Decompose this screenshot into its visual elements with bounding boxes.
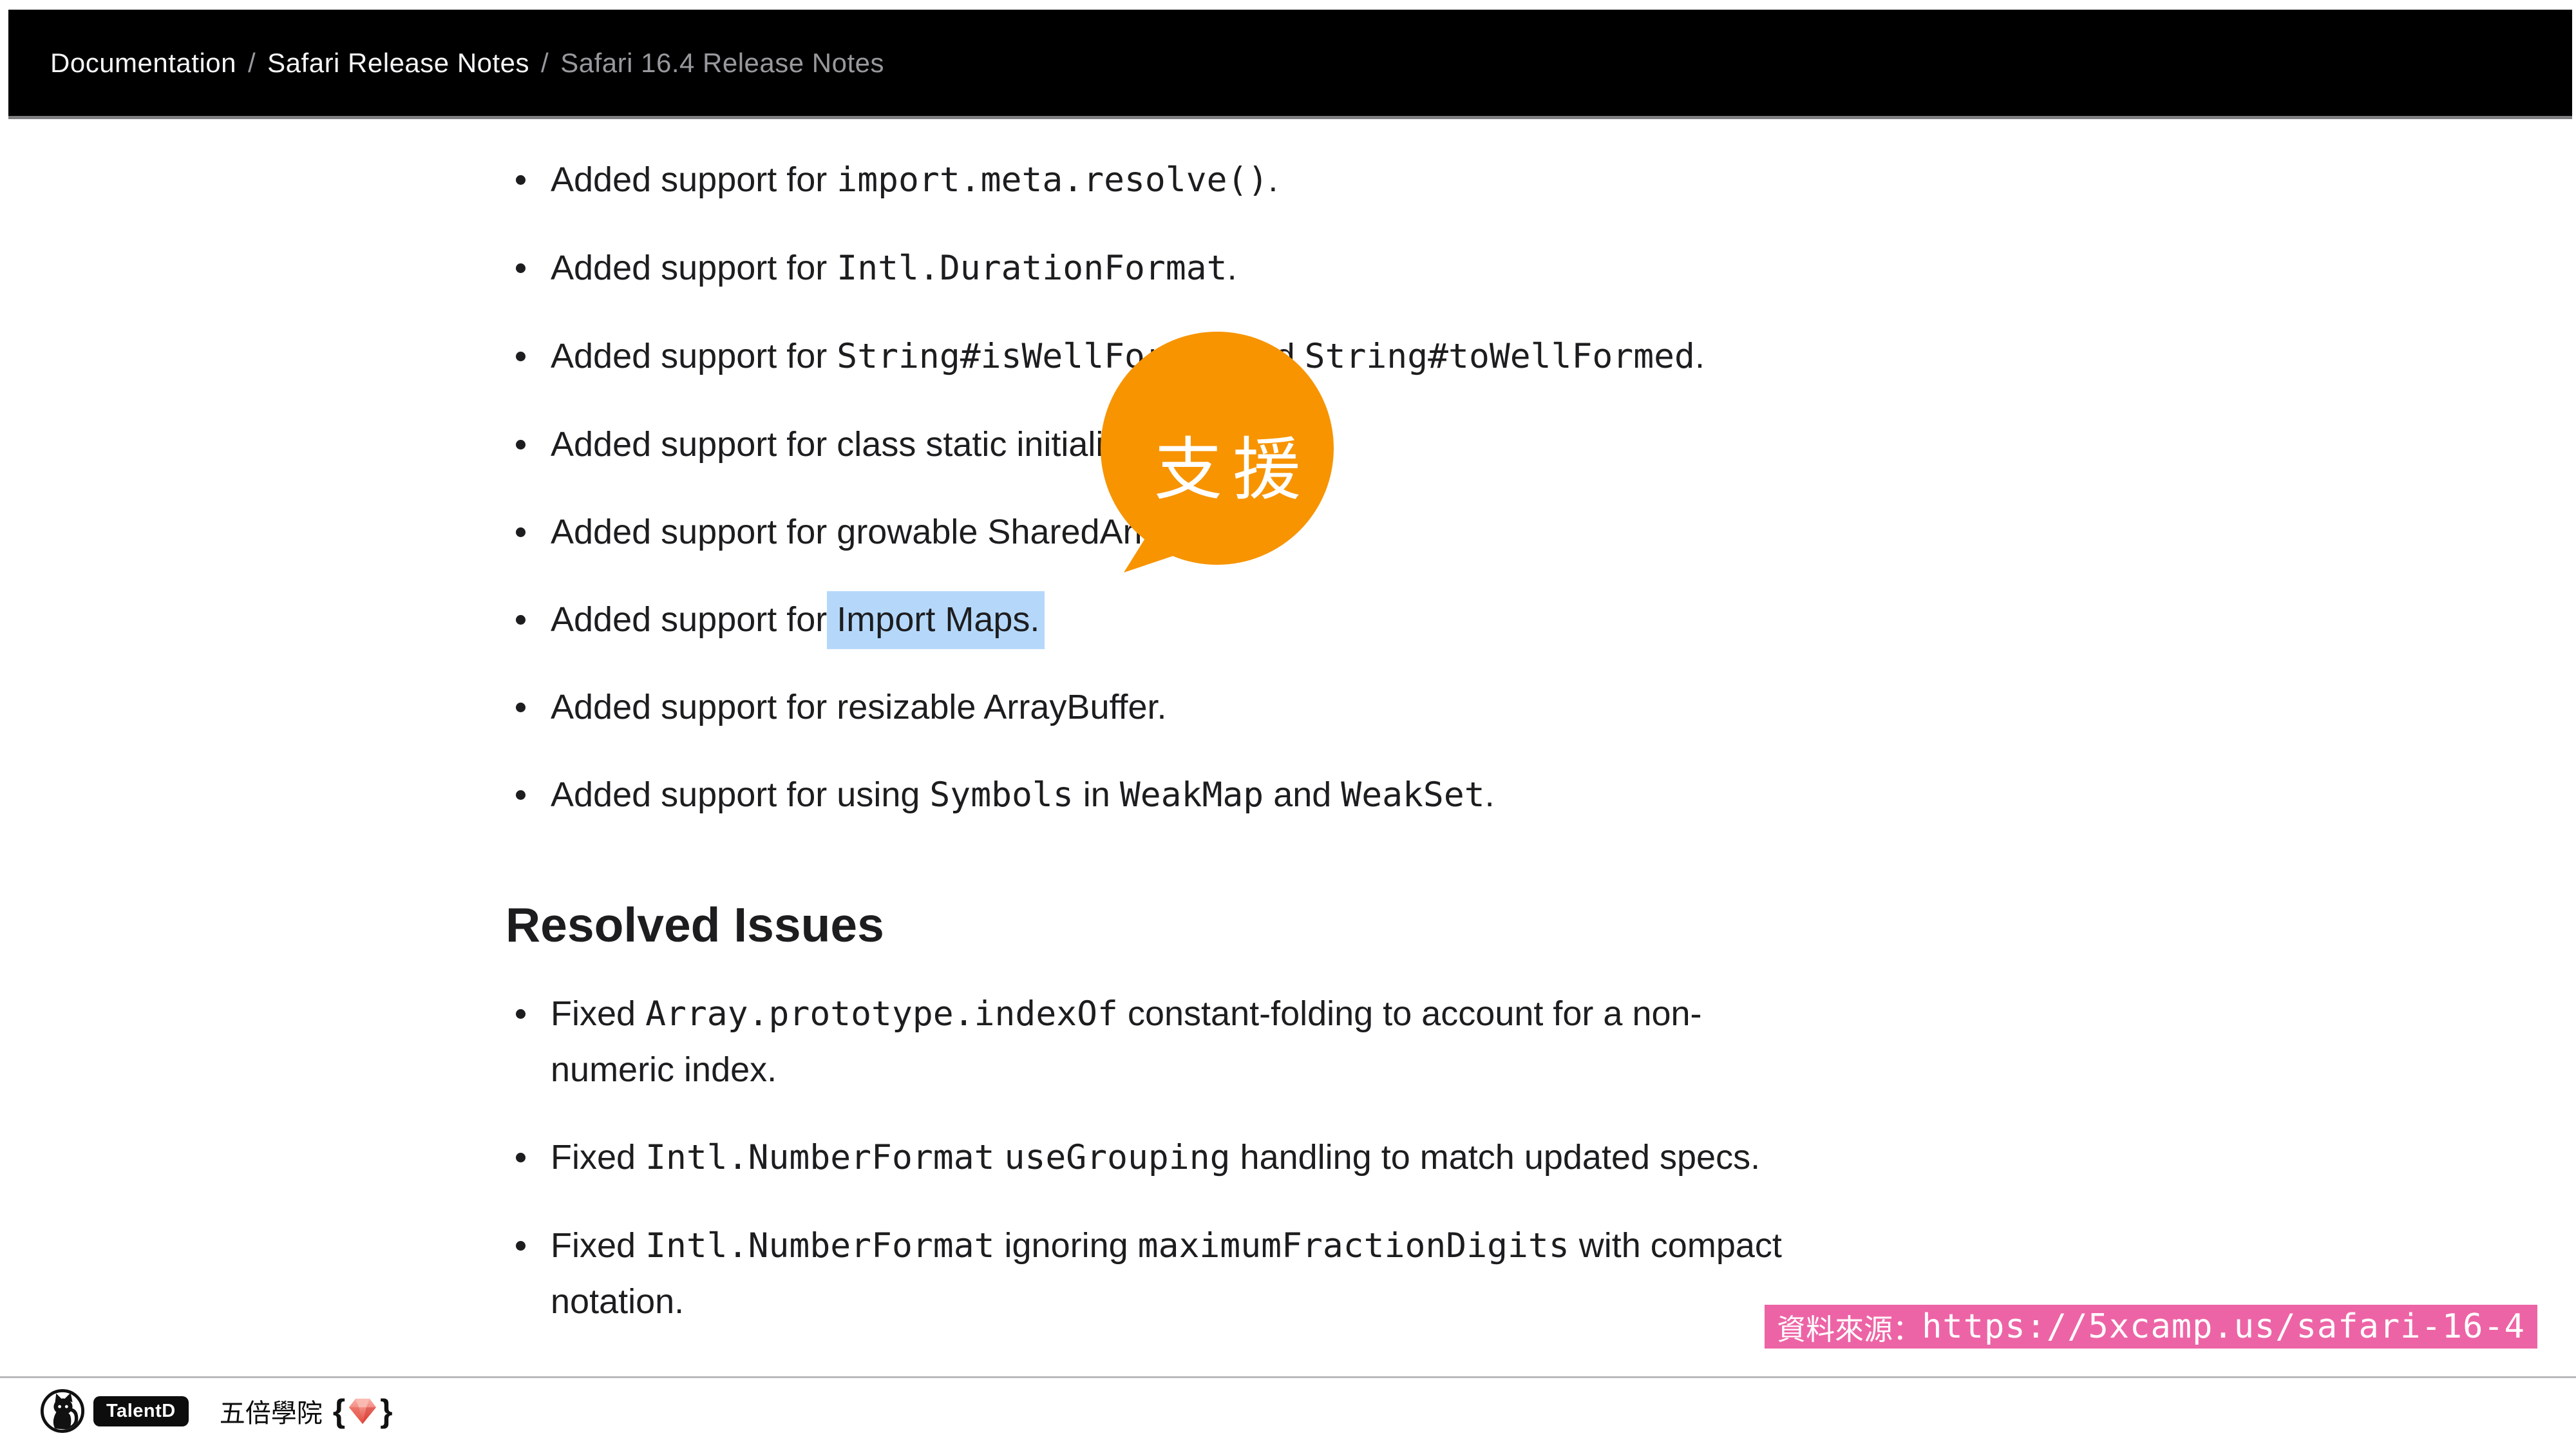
inline-code: Intl.DurationFormat [837, 249, 1227, 288]
inline-code: import.meta.resolve() [837, 160, 1269, 200]
talentd-badge: TalentD [93, 1396, 189, 1426]
breadcrumb-separator: / [541, 47, 549, 78]
breadcrumb-bar: Documentation / Safari Release Notes / Safar… [8, 10, 2572, 119]
inline-code: Array.prototype.indexOf [645, 994, 1118, 1034]
plain-text: numeric index. [551, 1050, 777, 1089]
release-notes-content: Added support for import.meta.resolve().… [506, 122, 1980, 1361]
inline-code: Intl.NumberFormat [645, 1138, 995, 1177]
plain-text: Fixed [551, 994, 646, 1033]
breadcrumb-item-documentation[interactable]: Documentation [50, 47, 236, 78]
close-brace: } [380, 1393, 393, 1429]
breadcrumb-item-current-page: Safari 16.4 Release Notes [560, 47, 884, 78]
bullet-item: Fixed Intl.NumberFormat useGrouping hand… [506, 1130, 1980, 1186]
plain-text: Fixed [551, 1138, 646, 1177]
ruby-gem-icon [349, 1398, 377, 1425]
plain-text: with compact [1569, 1226, 1782, 1265]
breadcrumb-separator: / [248, 47, 256, 78]
inline-code: WeakSet [1341, 775, 1485, 815]
source-label: 資料來源： [1777, 1312, 1922, 1346]
plain-text: Added support for resizable ArrayBuffer. [551, 688, 1167, 726]
plain-text: . [1484, 775, 1495, 814]
bullet-item: Fixed Intl.NumberFormat ignoring maximum… [506, 1218, 1980, 1329]
plain-text: . [1268, 160, 1278, 199]
plain-text: in [1073, 775, 1120, 814]
open-brace: { [332, 1393, 346, 1429]
annotation-balloon: 支援 [1095, 329, 1345, 587]
plain-text: and [1264, 775, 1341, 814]
inline-code: useGrouping [1004, 1138, 1231, 1177]
selected-text: Import Maps. [827, 591, 1045, 649]
speech-bubble-shape [1101, 332, 1334, 573]
bullet-item: Fixed Array.prototype.indexOf constant-f… [506, 986, 1980, 1097]
bullet-item: Added support for Intl.DurationFormat. [506, 240, 1980, 296]
bullet-item: Added support for resizable ArrayBuffer. [506, 679, 1980, 735]
resolved-issues-list: Fixed Array.prototype.indexOf constant-f… [506, 986, 1980, 1329]
plain-text: constant-folding to account for a non- [1117, 994, 1702, 1033]
bullet-item: Added support for Import Maps. [506, 591, 1980, 649]
inline-code: Symbols [929, 775, 1074, 815]
school-logo: { } [333, 1392, 393, 1430]
plain-text: . [1227, 249, 1237, 287]
plain-text: Added support for using [551, 775, 930, 814]
inline-code: maximumFractionDigits [1137, 1226, 1569, 1265]
breadcrumb: Documentation / Safari Release Notes / Safar… [50, 48, 884, 79]
plain-text: ignoring [994, 1226, 1138, 1265]
source-url: https://5xcamp.us/safari-16-4 [1922, 1307, 2525, 1346]
plain-text: Added support for [551, 160, 837, 199]
inline-code: WeakMap [1119, 775, 1264, 815]
plain-text: . [1694, 337, 1705, 375]
footer-divider [0, 1376, 2576, 1378]
source-badge: 資料來源：https://5xcamp.us/safari-16-4 [1765, 1305, 2537, 1349]
plain-text: handling to match updated specs. [1230, 1138, 1761, 1177]
inline-code: Intl.NumberFormat [645, 1226, 995, 1265]
plain-text: Added support for [551, 249, 837, 287]
footer: TalentD 五倍學院 { } [40, 1385, 393, 1437]
plain-text: notation. [551, 1282, 685, 1321]
resolved-issues-heading: Resolved Issues [506, 898, 884, 952]
balloon-label: 支援 [1154, 432, 1311, 508]
inline-code: String#toWellFormed [1304, 337, 1695, 376]
plain-text: Added support for [551, 600, 828, 639]
plain-text: Added support for [551, 337, 837, 375]
cat-logo-icon [40, 1388, 85, 1434]
plain-text [995, 1138, 1005, 1177]
plain-text: Fixed [551, 1226, 646, 1265]
bullet-item: Added support for using Symbols in WeakM… [506, 767, 1980, 823]
breadcrumb-item-safari-release-notes[interactable]: Safari Release Notes [267, 47, 530, 78]
bullet-item: Added support for import.meta.resolve(). [506, 152, 1980, 208]
school-name: 五倍學院 [219, 1399, 323, 1428]
